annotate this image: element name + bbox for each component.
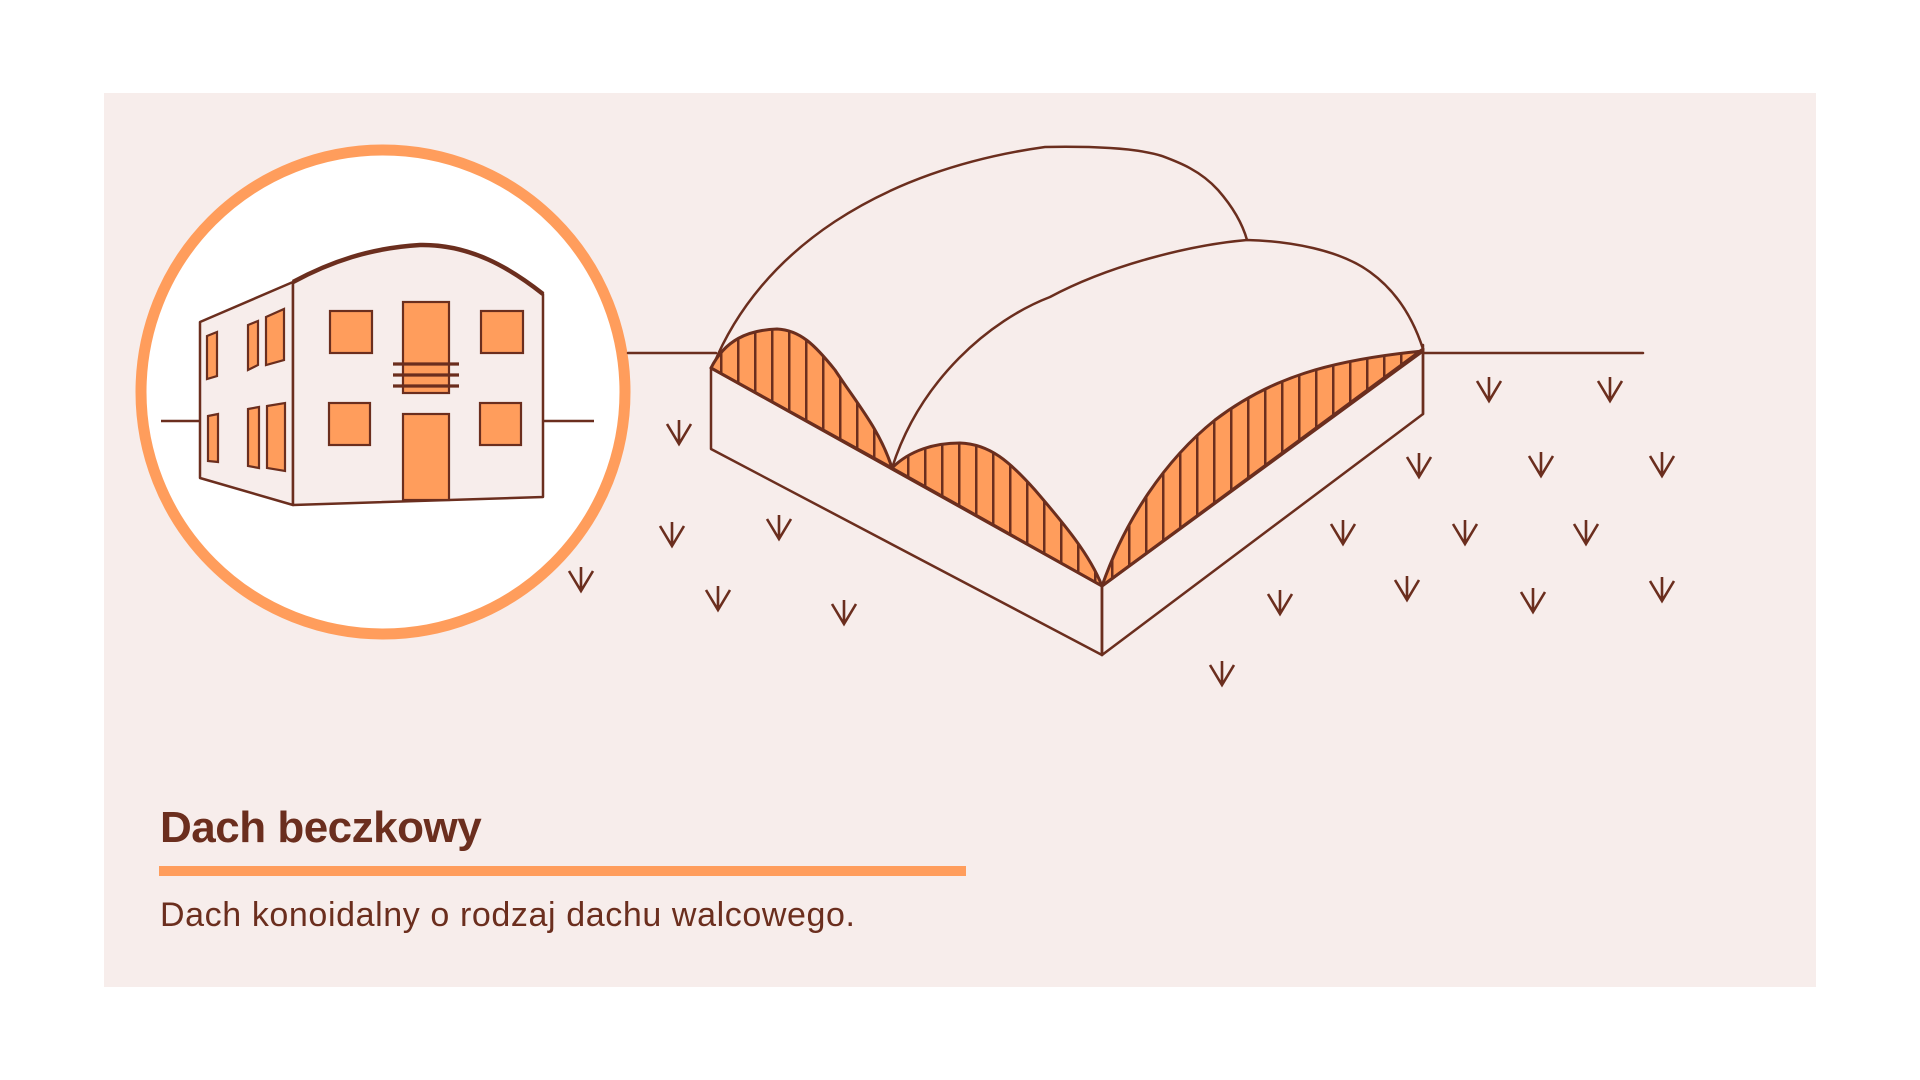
grass-tuft-icon	[1572, 518, 1600, 546]
grass-tuft-icon	[830, 598, 858, 626]
grass-tuft-icon	[765, 513, 793, 541]
window-side-upper-1	[205, 330, 219, 381]
grass-tuft-icon	[1266, 588, 1294, 616]
grass-tuft-icon	[1405, 451, 1433, 479]
window-side-upper-2	[246, 319, 260, 372]
window-front-upper-left	[328, 309, 374, 355]
grass-tuft-icon	[1596, 375, 1624, 403]
balcony-railing	[393, 362, 459, 388]
window-side-lower-1	[206, 412, 220, 464]
grass-tuft-icon	[1393, 574, 1421, 602]
grass-tuft-icon	[1451, 518, 1479, 546]
house-inset	[135, 144, 631, 640]
grass-tuft-icon	[1519, 586, 1547, 614]
caption-description: Dach konoidalny o rodzaj dachu walcowego…	[160, 896, 856, 934]
grass-tuft-icon	[658, 520, 686, 548]
window-front-lower-right	[478, 401, 523, 447]
grass-tuft-icon	[567, 565, 595, 593]
rear-vault	[711, 145, 1249, 368]
grass-tuft-icon	[1329, 518, 1357, 546]
window-front-upper-right	[479, 309, 525, 355]
gable-end-left	[709, 327, 894, 470]
grass-tuft-icon	[665, 418, 693, 446]
gable-end-middle	[890, 441, 1104, 588]
entrance-door	[401, 412, 451, 502]
grass-tuft-icon	[1648, 450, 1676, 478]
house-icon	[198, 242, 545, 507]
window-side-lower-3	[265, 401, 287, 473]
caption-title: Dach beczkowy	[160, 803, 482, 852]
barrel-roof-drawing	[626, 145, 1645, 657]
window-front-lower-left	[327, 401, 372, 447]
grass-tuft-icon	[704, 584, 732, 612]
grass-tuft-icon	[1208, 659, 1236, 687]
grass-tuft-icon	[1475, 375, 1503, 403]
title-underline-bar	[159, 866, 966, 876]
house-roof-curve	[291, 242, 545, 296]
window-side-lower-2	[246, 405, 261, 470]
window-side-upper-3	[264, 307, 286, 367]
grass-tuft-icon	[1527, 450, 1555, 478]
grass-tuft-icon	[1648, 575, 1676, 603]
balcony-door	[401, 300, 451, 395]
